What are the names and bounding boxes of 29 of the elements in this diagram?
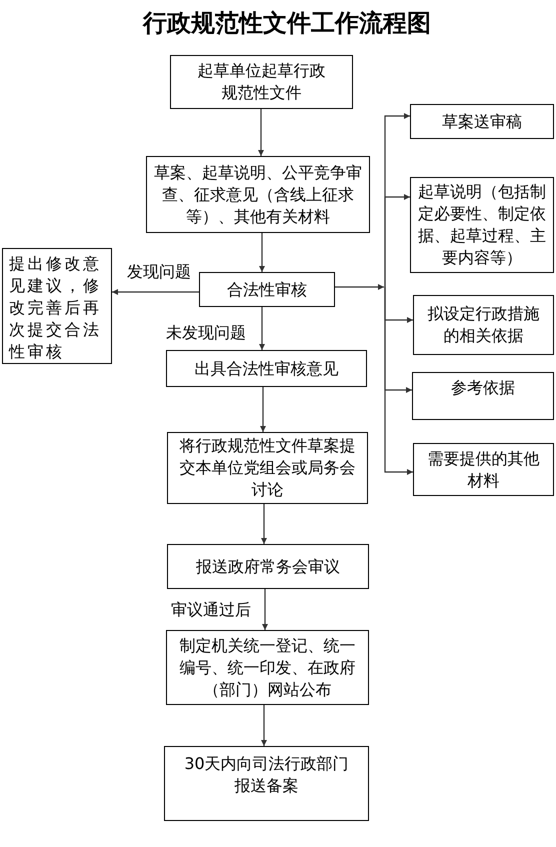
title: 行政规范性文件工作流程图 — [143, 9, 431, 39]
arrow — [261, 705, 267, 746]
note-box: 需要提供的其他材料 — [413, 443, 554, 496]
arrow — [259, 307, 265, 350]
process-box: 提出修改意见建议，修改完善后再次提交合法性审核 — [2, 248, 112, 364]
edge-label: 未发现问题 — [166, 323, 246, 343]
note-box: 起草说明（包括制定必要性、制定依据、起草过程、主要内容等） — [410, 177, 554, 273]
process-box: 报送政府常务会审议 — [167, 544, 369, 589]
arrow — [260, 387, 266, 432]
process-box: 出具合法性审核意见 — [166, 350, 367, 387]
arrow — [259, 233, 265, 272]
process-box: 起草单位起草行政规范性文件 — [170, 55, 353, 109]
arrow — [262, 589, 268, 630]
note-box: 参考依据 — [412, 372, 554, 420]
edge-label: 发现问题 — [127, 262, 191, 282]
arrow — [335, 284, 384, 290]
note-box: 草案送审稿 — [410, 104, 554, 139]
arrow — [384, 287, 413, 475]
process-box: 制定机关统一登记、统一编号、统一印发、在政府（部门）网站公布 — [166, 630, 369, 705]
arrow — [258, 109, 264, 156]
process-box: 30天内向司法行政部门报送备案 — [164, 746, 369, 821]
process-box: 草案、起草说明、公平竞争审查、征求意见（含线上征求等）、其他有关材料 — [146, 156, 370, 233]
arrow — [112, 289, 199, 295]
process-box: 将行政规范性文件草案提交本单位党组会或局务会讨论 — [167, 432, 368, 504]
arrow — [384, 194, 410, 287]
arrow — [261, 504, 267, 544]
process-box: 合法性审核 — [199, 272, 335, 307]
edge-label: 审议通过后 — [171, 600, 251, 620]
note-box: 拟设定行政措施的相关依据 — [413, 295, 554, 355]
